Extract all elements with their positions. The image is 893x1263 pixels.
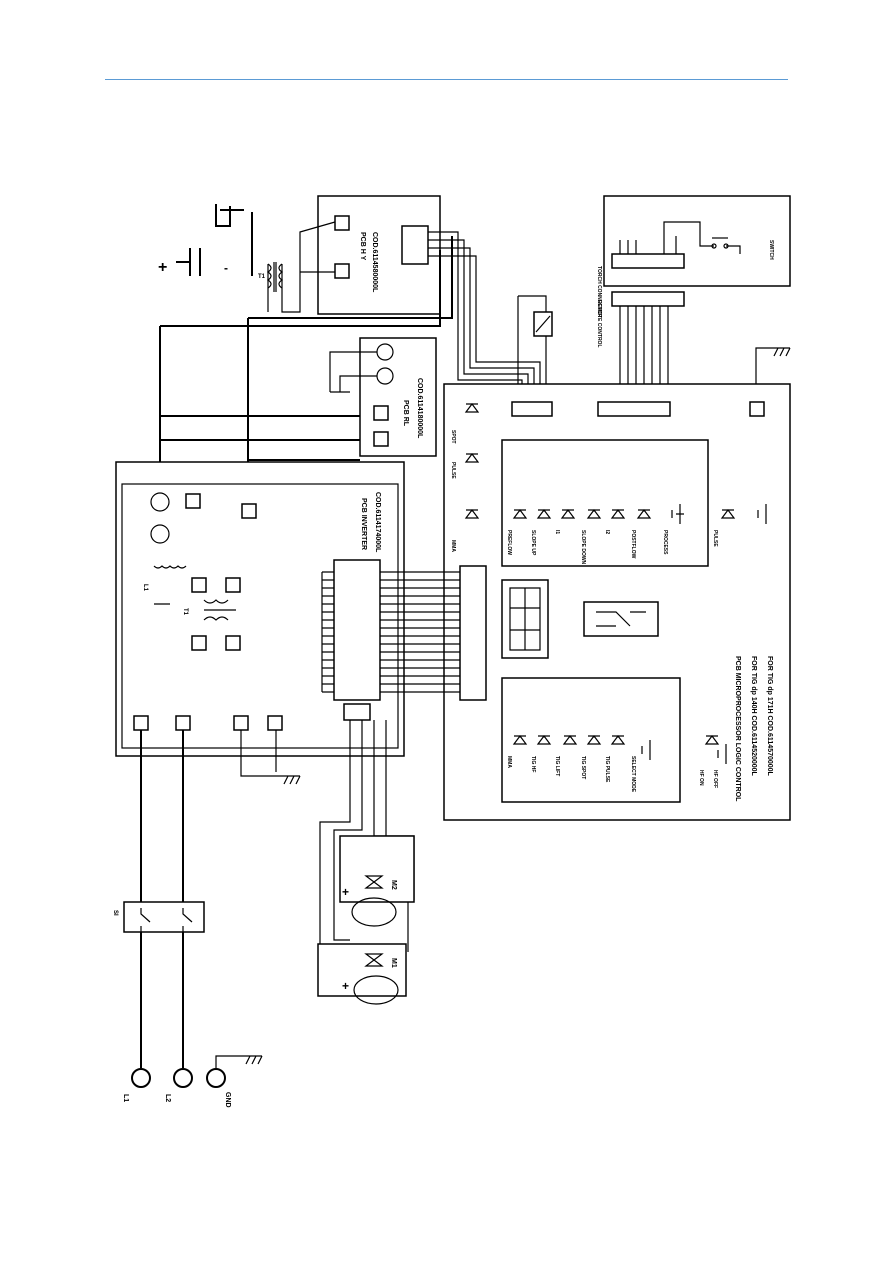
pcb-logic-name: PCB MICROPROCESSOR LOGIC CONTROL (734, 656, 741, 802)
led-group-lower: MMA TIG HF TIG LIFT TIG SPOT TIG PULSE S… (501, 677, 681, 803)
svg-text:SPOT: SPOT (450, 430, 456, 444)
torch-connector-box: TORCH CONNECTOR SWITCH (596, 195, 791, 318)
svg-text:MMA: MMA (506, 756, 512, 768)
pcb-logic-board: SPOT PULSE MMA PREFLOW SLOPE UP I1 SLOPE… (443, 383, 791, 821)
torch-connector-label: TORCH CONNECTOR (596, 266, 602, 318)
output-terminals: + - (158, 204, 253, 276)
svg-text:L1: L1 (142, 584, 148, 592)
pcb-inverter-board: L1 T1 PCB INVERTER COD.6114174000L (115, 461, 405, 757)
gnd-label: GND (224, 1092, 231, 1108)
svg-text:TIG SPOT: TIG SPOT (580, 756, 586, 779)
led-group-mid: PREFLOW SLOPE UP I1 SLOPE DOWN I2 POSTFL… (501, 439, 709, 567)
process-button-label: PROCESS (662, 530, 668, 555)
svg-text:+: + (342, 885, 349, 899)
pcb-rl-name: PCB RL (402, 400, 409, 427)
transformer-t1-top: T1 (258, 221, 336, 313)
svg-text:HF OFF: HF OFF (712, 770, 718, 788)
svg-text:M1: M1 (390, 958, 397, 968)
encoder-switch (583, 601, 659, 637)
pcb-hy-code: COD.6114580000L (371, 232, 378, 293)
svg-text:T1: T1 (182, 608, 188, 616)
pcb-inverter-name: PCB INVERTER (360, 498, 367, 550)
led-group-upper: SPOT PULSE MMA (450, 403, 480, 552)
svg-text:I2: I2 (604, 530, 610, 534)
mains-terminals: L1 L2 GND (122, 1055, 263, 1108)
svg-text:HF ON: HF ON (698, 770, 704, 786)
mains-switch: SI (112, 901, 205, 933)
svg-text:TIG LIFT: TIG LIFT (554, 756, 560, 776)
svg-text:PULSE: PULSE (712, 530, 718, 547)
svg-text:+: + (342, 979, 349, 993)
pcb-hy-name: PCB H Y (359, 232, 366, 261)
fan-m2: + M2 (339, 835, 415, 927)
svg-text:I1: I1 (554, 530, 560, 534)
fan-m1: + M1 (317, 943, 407, 1005)
pcb-logic-line2: FOR TIG dp 140H COD.6114520000L (750, 656, 757, 777)
svg-text:SI: SI (112, 910, 118, 916)
minus-terminal-label: - (224, 261, 228, 275)
pcb-rl-code: COD.6114180000L (416, 378, 423, 439)
pcb-logic-line3: FOR TIG dp 171H COD.6114570000L (766, 656, 773, 777)
svg-text:T1: T1 (258, 274, 266, 280)
pcb-hy-board: PCB H Y COD.6114580000L (317, 195, 441, 315)
header-rule (105, 79, 788, 80)
l1-label: L1 (122, 1094, 129, 1102)
l2-label: L2 (164, 1094, 171, 1102)
plus-terminal-label: + (158, 259, 167, 276)
pcb-inverter-code: COD.6114174000L (374, 492, 381, 553)
svg-text:MMA: MMA (450, 540, 456, 552)
torch-switch-label: SWITCH (768, 240, 774, 260)
ribbon-cable (321, 565, 487, 701)
select-mode-label: SELECT MODE (630, 756, 636, 793)
svg-text:SLOPE UP: SLOPE UP (530, 530, 536, 556)
svg-text:TIG PULSE: TIG PULSE (604, 756, 610, 783)
svg-text:POSTFLOW: POSTFLOW (630, 530, 636, 559)
svg-text:M2: M2 (390, 880, 397, 890)
pcb-rl-board: PCB RL COD.6114180000L (329, 337, 437, 457)
svg-text:PULSE: PULSE (450, 462, 456, 479)
display-7seg (501, 579, 549, 659)
svg-text:PREFLOW: PREFLOW (506, 530, 512, 555)
svg-text:TIG HF: TIG HF (530, 756, 536, 772)
remote-connector: REMOTE CONTROL (596, 291, 685, 402)
svg-text:SLOPE DOWN: SLOPE DOWN (580, 530, 586, 565)
remote-connector-label: REMOTE CONTROL (596, 300, 602, 348)
